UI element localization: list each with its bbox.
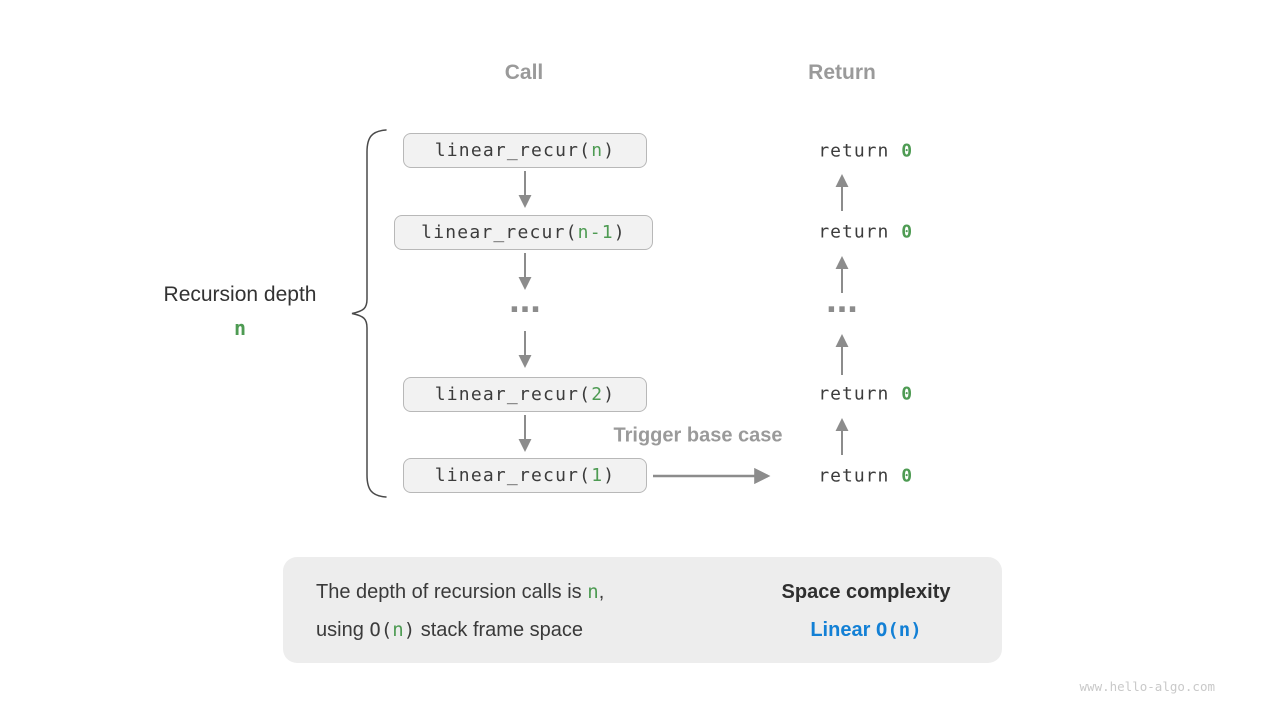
return-value: 0 [901, 221, 914, 243]
return-column-ellipsis: ... [826, 279, 858, 321]
code-arg: n [591, 140, 604, 161]
summary-panel [283, 557, 1002, 663]
summary-line-2-code-close: ) [403, 619, 416, 641]
space-complexity-group: Space complexity Linear O(n) [782, 573, 951, 649]
recursion-depth-label: Recursion depth [163, 283, 317, 306]
return-keyword: return [818, 221, 902, 243]
summary-line-2: using O(n) stack frame space [316, 611, 604, 649]
code-suffix: ) [613, 222, 626, 243]
space-complexity-label: Linear [810, 619, 876, 641]
call-frame-box-n: linear_recur(n) [403, 133, 647, 168]
return-statement-4: return 0 [771, 445, 913, 508]
code-prefix: linear_recur( [421, 222, 578, 243]
call-frame-box-1: linear_recur(1) [403, 458, 647, 493]
return-statement-3: return 0 [771, 363, 913, 426]
code-arg: n-1 [577, 222, 614, 243]
watermark: www.hello-algo.com [1079, 679, 1215, 694]
space-complexity-title: Space complexity [781, 581, 951, 603]
call-frame-box-2: linear_recur(2) [403, 377, 647, 412]
summary-text-block: The depth of recursion calls is n, using… [316, 573, 604, 649]
call-frame-box-n-1: linear_recur(n-1) [394, 215, 653, 250]
return-statement-2: return 0 [771, 201, 913, 264]
code-suffix: ) [603, 465, 616, 486]
return-keyword: return [818, 140, 902, 162]
code-arg: 1 [591, 465, 604, 486]
return-value: 0 [901, 465, 914, 487]
summary-line-1: The depth of recursion calls is n, [316, 573, 604, 611]
space-complexity-value: Linear O(n) [782, 611, 951, 649]
code-prefix: linear_recur( [434, 140, 592, 161]
return-value: 0 [901, 140, 914, 162]
trigger-base-case-label: Trigger base case [613, 424, 783, 447]
code-prefix: linear_recur( [434, 384, 592, 405]
summary-line-2-code-open: O( [369, 619, 393, 641]
code-prefix: linear_recur( [434, 465, 592, 486]
column-header-call: Call [504, 61, 544, 84]
code-arg: 2 [591, 384, 604, 405]
recursion-depth-value: n [233, 316, 247, 340]
recursion-depth-group: Recursion depth n [164, 283, 317, 340]
return-keyword: return [818, 383, 902, 405]
call-column-ellipsis: ... [509, 279, 541, 321]
return-keyword: return [818, 465, 902, 487]
space-complexity-code: O(n) [875, 619, 922, 641]
recursion-depth-brace [351, 129, 387, 498]
summary-line-2-code-arg: n [392, 619, 404, 641]
column-header-return: Return [808, 61, 876, 84]
summary-line-1-text: The depth of recursion calls is [316, 581, 588, 603]
code-suffix: ) [603, 384, 616, 405]
code-suffix: ) [603, 140, 616, 161]
summary-line-1-tail: , [598, 581, 605, 603]
return-value: 0 [901, 383, 914, 405]
summary-line-2-tail: stack frame space [415, 619, 584, 641]
summary-line-1-code: n [587, 581, 599, 603]
summary-line-2-head: using [316, 619, 370, 641]
return-statement-1: return 0 [771, 120, 913, 183]
